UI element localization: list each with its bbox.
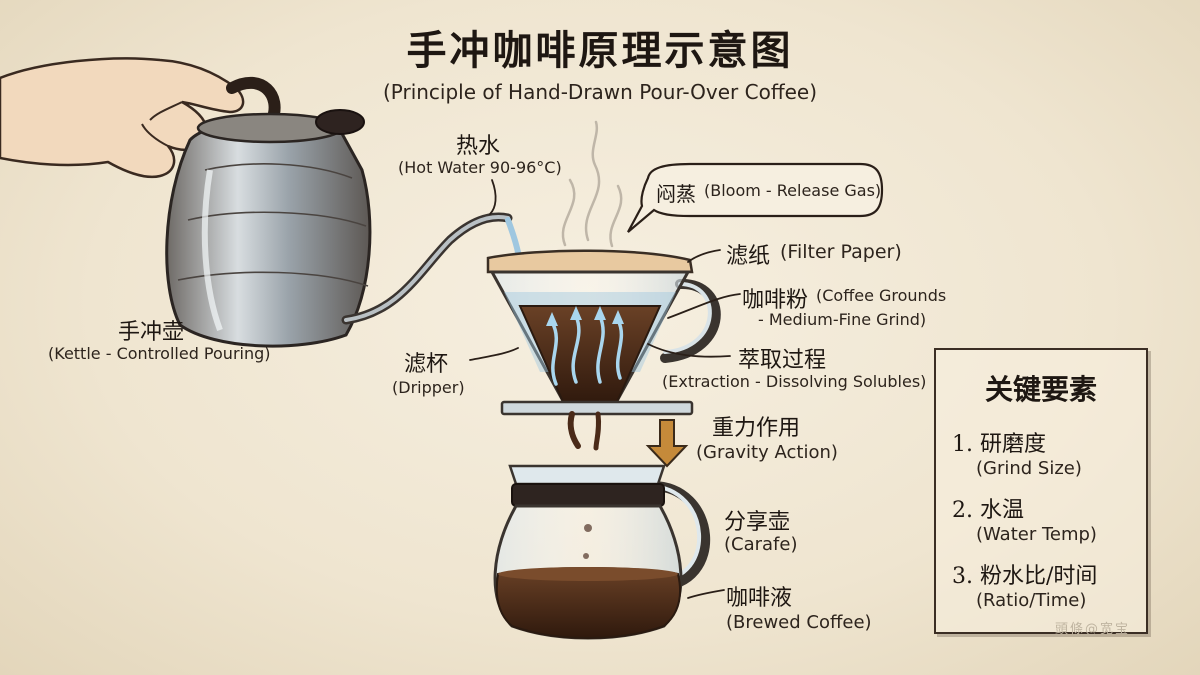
dripper-label: 滤杯	[404, 352, 449, 377]
key-item-grind: 1. 研磨度	[952, 432, 1046, 457]
dripper-caption: (Dripper)	[392, 378, 465, 397]
brewed-coffee-label: 咖啡液	[726, 586, 793, 611]
page-subtitle: (Principle of Hand-Drawn Pour-Over Coffe…	[382, 80, 818, 104]
page-title: 手冲咖啡原理示意图	[406, 27, 794, 74]
hot-water-label: 热水	[456, 134, 501, 159]
key-item-ratio-caption: (Ratio/Time)	[976, 590, 1087, 611]
kettle-illustration	[165, 76, 513, 348]
extraction-label: 萃取过程	[738, 348, 827, 373]
coffee-grounds-caption-2: - Medium-Fine Grind)	[758, 310, 927, 329]
gravity-arrow-icon	[645, 419, 689, 468]
dripper-illustration	[486, 249, 721, 559]
kettle-caption: (Kettle - Controlled Pouring)	[48, 344, 271, 363]
kettle-label: 手冲壶	[118, 320, 185, 345]
key-elements-title: 关键要素	[984, 373, 1097, 406]
coffee-grounds-label: 咖啡粉	[742, 288, 809, 313]
gravity-label: 重力作用	[712, 416, 801, 441]
key-item-grind-caption: (Grind Size)	[976, 458, 1082, 479]
leader-lines	[469, 179, 741, 599]
bloom-caption: (Bloom - Release Gas)	[704, 181, 882, 200]
watermark: 頭條@宽宝	[1054, 622, 1130, 637]
coffee-grounds-caption: (Coffee Grounds	[816, 286, 947, 305]
key-elements-panel: 关键要素 1. 研磨度 (Grind Size) 2. 水温 (Water Te…	[934, 348, 1148, 634]
filter-paper-label: 滤纸	[726, 244, 771, 269]
brewed-coffee-caption: (Brewed Coffee)	[726, 612, 872, 633]
key-item-temp: 2. 水温	[952, 498, 1024, 523]
hot-water-caption: (Hot Water 90-96°C)	[398, 158, 562, 177]
gravity-caption: (Gravity Action)	[696, 442, 838, 463]
carafe-caption: (Carafe)	[724, 534, 798, 555]
bloom-label: 闷蒸	[656, 182, 696, 206]
filter-paper-caption: (Filter Paper)	[780, 241, 902, 263]
carafe-illustration	[493, 464, 710, 640]
key-item-temp-caption: (Water Temp)	[976, 524, 1097, 545]
hand-illustration	[0, 57, 245, 179]
steam-lines	[561, 120, 623, 248]
key-item-ratio: 3. 粉水比/时间	[952, 564, 1098, 589]
carafe-label: 分享壶	[724, 510, 791, 535]
extraction-caption: (Extraction - Dissolving Solubles)	[662, 372, 927, 391]
bloom-speech-bubble	[627, 162, 884, 233]
